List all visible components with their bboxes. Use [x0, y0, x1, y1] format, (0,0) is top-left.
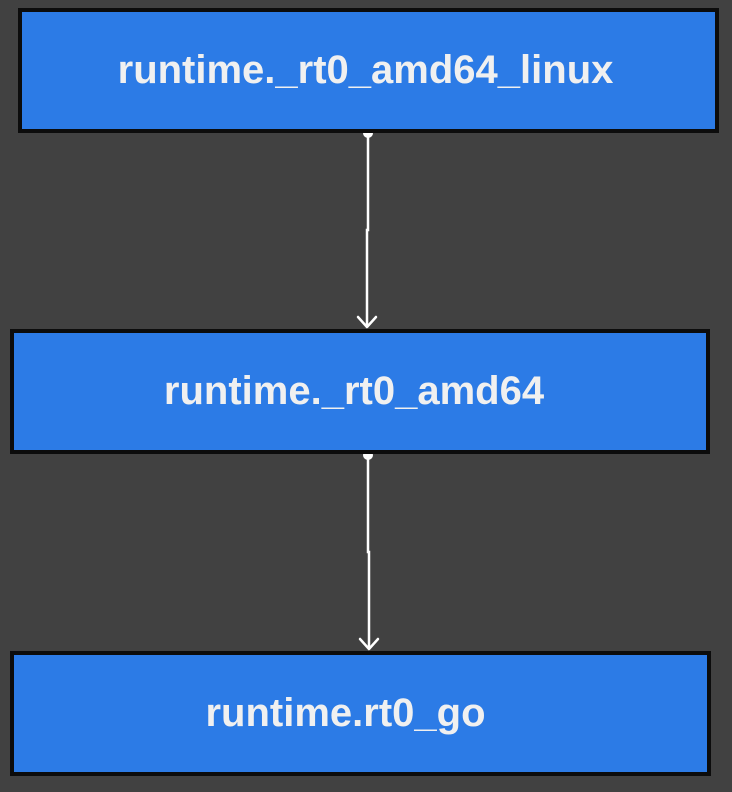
edge-arrowhead	[356, 315, 378, 329]
node-rt0-go: runtime.rt0_go	[10, 651, 711, 776]
node-label: runtime.rt0_go	[205, 691, 486, 735]
edge-line	[365, 133, 370, 326]
node-rt0-amd64: runtime._rt0_amd64	[10, 329, 710, 454]
edge-line	[366, 455, 371, 648]
edge-n1-to-n2	[356, 128, 378, 329]
node-rt0-amd64-linux: runtime._rt0_amd64_linux	[18, 8, 719, 133]
edge-arrowhead	[358, 637, 380, 651]
edge-n2-to-n3	[358, 450, 380, 651]
node-label: runtime._rt0_amd64_linux	[117, 48, 614, 92]
node-label: runtime._rt0_amd64	[163, 369, 545, 413]
